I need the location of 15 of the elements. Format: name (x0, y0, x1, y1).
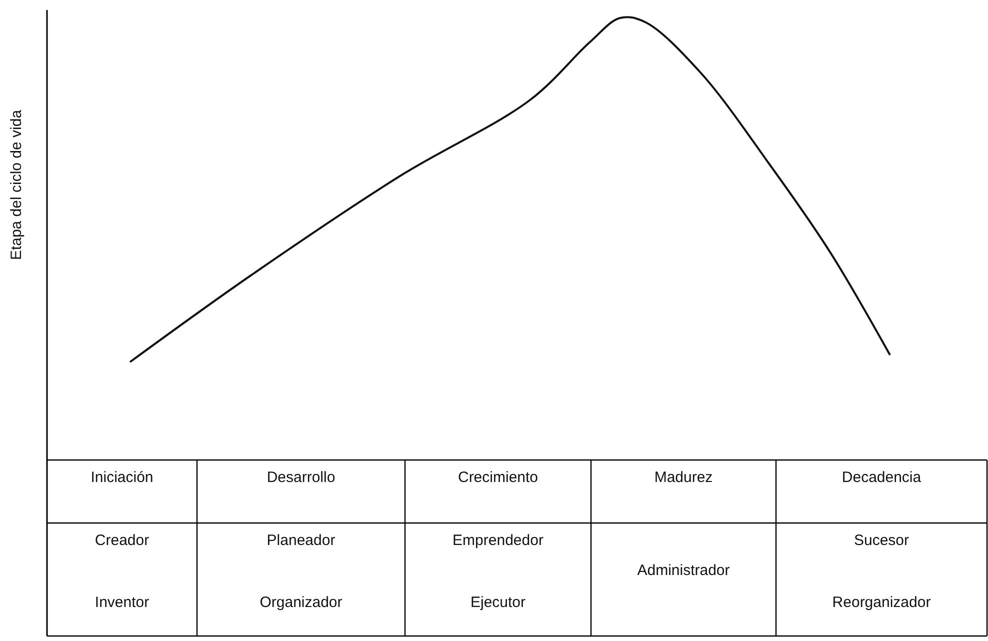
role-name: Emprendedor (452, 532, 544, 550)
stage-name: Decadencia (842, 470, 922, 486)
role-name: Administrador (637, 562, 730, 580)
role-name: Reorganizador (832, 594, 931, 612)
stage-name: Crecimiento (458, 470, 538, 486)
role-name: Ejecutor (470, 594, 526, 612)
role-name: Inventor (94, 594, 150, 612)
stage-name: Desarrollo (266, 470, 336, 486)
role-name: Planeador (266, 532, 336, 550)
role-name: Sucesor (854, 532, 910, 550)
role-name: Creador (94, 532, 150, 550)
role-name: Organizador (260, 594, 342, 612)
axis-label: Etapa del ciclo de vida (8, 110, 26, 260)
stage-name: Iniciación (90, 470, 154, 486)
stage-name: Madurez (654, 470, 713, 486)
